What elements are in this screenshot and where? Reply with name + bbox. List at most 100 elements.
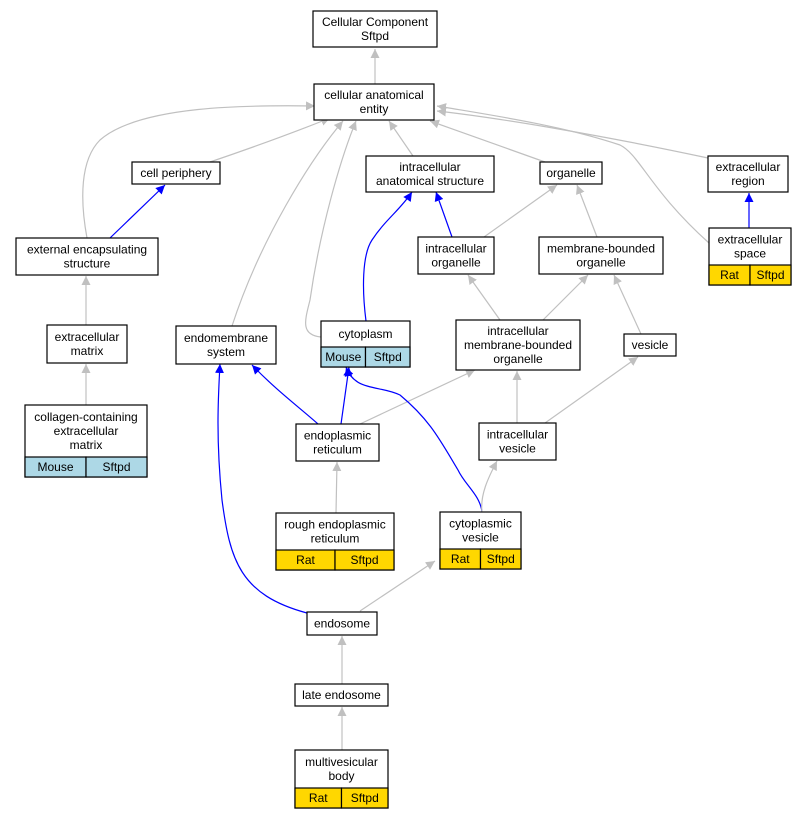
edge-cytoplasmic-vesicle-to-intracellular-vesicle <box>481 460 498 513</box>
node-label-line: intracellular <box>399 160 460 174</box>
node-label-line: extracellular <box>718 233 783 247</box>
node-label-line: body <box>328 769 354 783</box>
node-label-line: cellular anatomical <box>324 88 423 102</box>
node-box <box>313 83 435 121</box>
node-label-line: endoplasmic <box>304 429 371 443</box>
node-late-endosome[interactable]: late endosome <box>294 683 389 707</box>
species-tag-cell <box>364 346 411 368</box>
node-box <box>707 155 789 193</box>
species-tag-cell <box>85 456 148 478</box>
node-vesicle[interactable]: vesicle <box>623 333 677 357</box>
node-label-line: Sftpd <box>361 29 389 43</box>
node-box <box>417 236 495 275</box>
edge-cytoplasmic-vesicle-to-cytoplasm <box>344 366 483 513</box>
edge-intracellular-membrane-bounded-organelle-to-intracellular-organelle <box>467 274 501 321</box>
node-label-line: rough endoplasmic <box>284 518 385 532</box>
edge-endomembrane-system-to-cellular-anatomical-entity <box>231 120 344 327</box>
node-label-line: cytoplasm <box>338 327 392 341</box>
edge-endosome-to-endomembrane-system <box>215 363 308 614</box>
node-label-line: intracellular <box>487 324 548 338</box>
node-label-line: matrix <box>71 344 104 358</box>
node-label-line: organelle <box>431 256 481 270</box>
node-label-line: collagen-containing <box>34 410 137 424</box>
species-tag-cell <box>340 787 389 809</box>
node-label-line: reticulum <box>313 443 362 457</box>
node-box <box>623 333 677 357</box>
node-box <box>306 611 378 636</box>
node-label-line: system <box>207 345 245 359</box>
node-label-line: membrane-bounded <box>464 338 572 352</box>
node-label-line: matrix <box>70 438 103 452</box>
edge-organelle-to-cellular-anatomical-entity <box>429 119 546 163</box>
edge-intracellular-vesicle-to-vesicle <box>544 356 639 424</box>
species-tag-label: Mouse <box>37 460 73 474</box>
edge-intracellular-anatomical-structure-to-cellular-anatomical-entity <box>388 120 414 157</box>
node-label-line: late endosome <box>302 688 381 702</box>
species-tag-label: Rat <box>451 552 470 566</box>
node-label-line: intracellular <box>425 242 486 256</box>
edge-intracellular-membrane-bounded-organelle-to-membrane-bounded-organelle <box>542 274 589 321</box>
species-tag-label: Mouse <box>325 350 361 364</box>
node-box <box>294 683 389 707</box>
node-label-line: vesicle <box>499 442 536 456</box>
node-label-line: vesicle <box>462 531 499 545</box>
species-tag-label: Rat <box>296 553 315 567</box>
species-tag-label: Sftpd <box>756 268 784 282</box>
species-tag-label: Sftpd <box>374 350 402 364</box>
node-endosome[interactable]: endosome <box>306 611 378 636</box>
node-box <box>175 325 277 365</box>
edge-intracellular-organelle-to-organelle <box>483 184 558 238</box>
edge-cytoplasm-to-cellular-anatomical-entity <box>305 120 357 338</box>
node-box <box>538 236 664 275</box>
node-cell-periphery[interactable]: cell periphery <box>131 161 221 185</box>
edge-extracellular-space-to-cellular-anatomical-entity <box>436 103 710 244</box>
node-organelle[interactable]: organelle <box>539 161 603 185</box>
species-tag-label: Sftpd <box>350 553 378 567</box>
edge-vesicle-to-membrane-bounded-organelle <box>613 274 642 335</box>
node-box <box>46 324 128 364</box>
node-box <box>15 237 159 276</box>
edge-cytoplasm-to-intracellular-anatomical-structure <box>362 191 413 322</box>
node-label-line: external encapsulating <box>27 243 147 257</box>
edge-membrane-bounded-organelle-to-organelle <box>576 184 598 238</box>
edge-cell-periphery-to-cellular-anatomical-entity <box>209 117 331 163</box>
node-label-line: organelle <box>493 352 543 366</box>
node-box <box>295 423 380 462</box>
species-tag-cell <box>749 264 792 286</box>
node-label-line: extracellular <box>716 160 781 174</box>
node-label-line: cytoplasmic <box>449 517 512 531</box>
node-label-line: Cellular Component <box>322 15 429 29</box>
edge-endoplasmic-reticulum-to-intracellular-membrane-bounded-organelle <box>359 369 476 425</box>
node-label-line: region <box>731 174 764 188</box>
node-box <box>312 10 438 48</box>
node-collagen-containing-extracellular-matrix[interactable]: collagen-containingextracellularmatrixMo… <box>24 404 148 478</box>
species-tag-label: Sftpd <box>487 552 515 566</box>
edge-external-encapsulating-structure-to-cellular-anatomical-entity <box>82 101 316 239</box>
node-label-line: structure <box>64 257 111 271</box>
node-label-line: endosome <box>314 617 370 631</box>
node-label-line: intracellular <box>487 428 548 442</box>
node-label-line: reticulum <box>311 532 360 546</box>
node-label-line: space <box>734 247 766 261</box>
node-label-line: entity <box>360 102 389 116</box>
edges-layer <box>81 49 754 750</box>
